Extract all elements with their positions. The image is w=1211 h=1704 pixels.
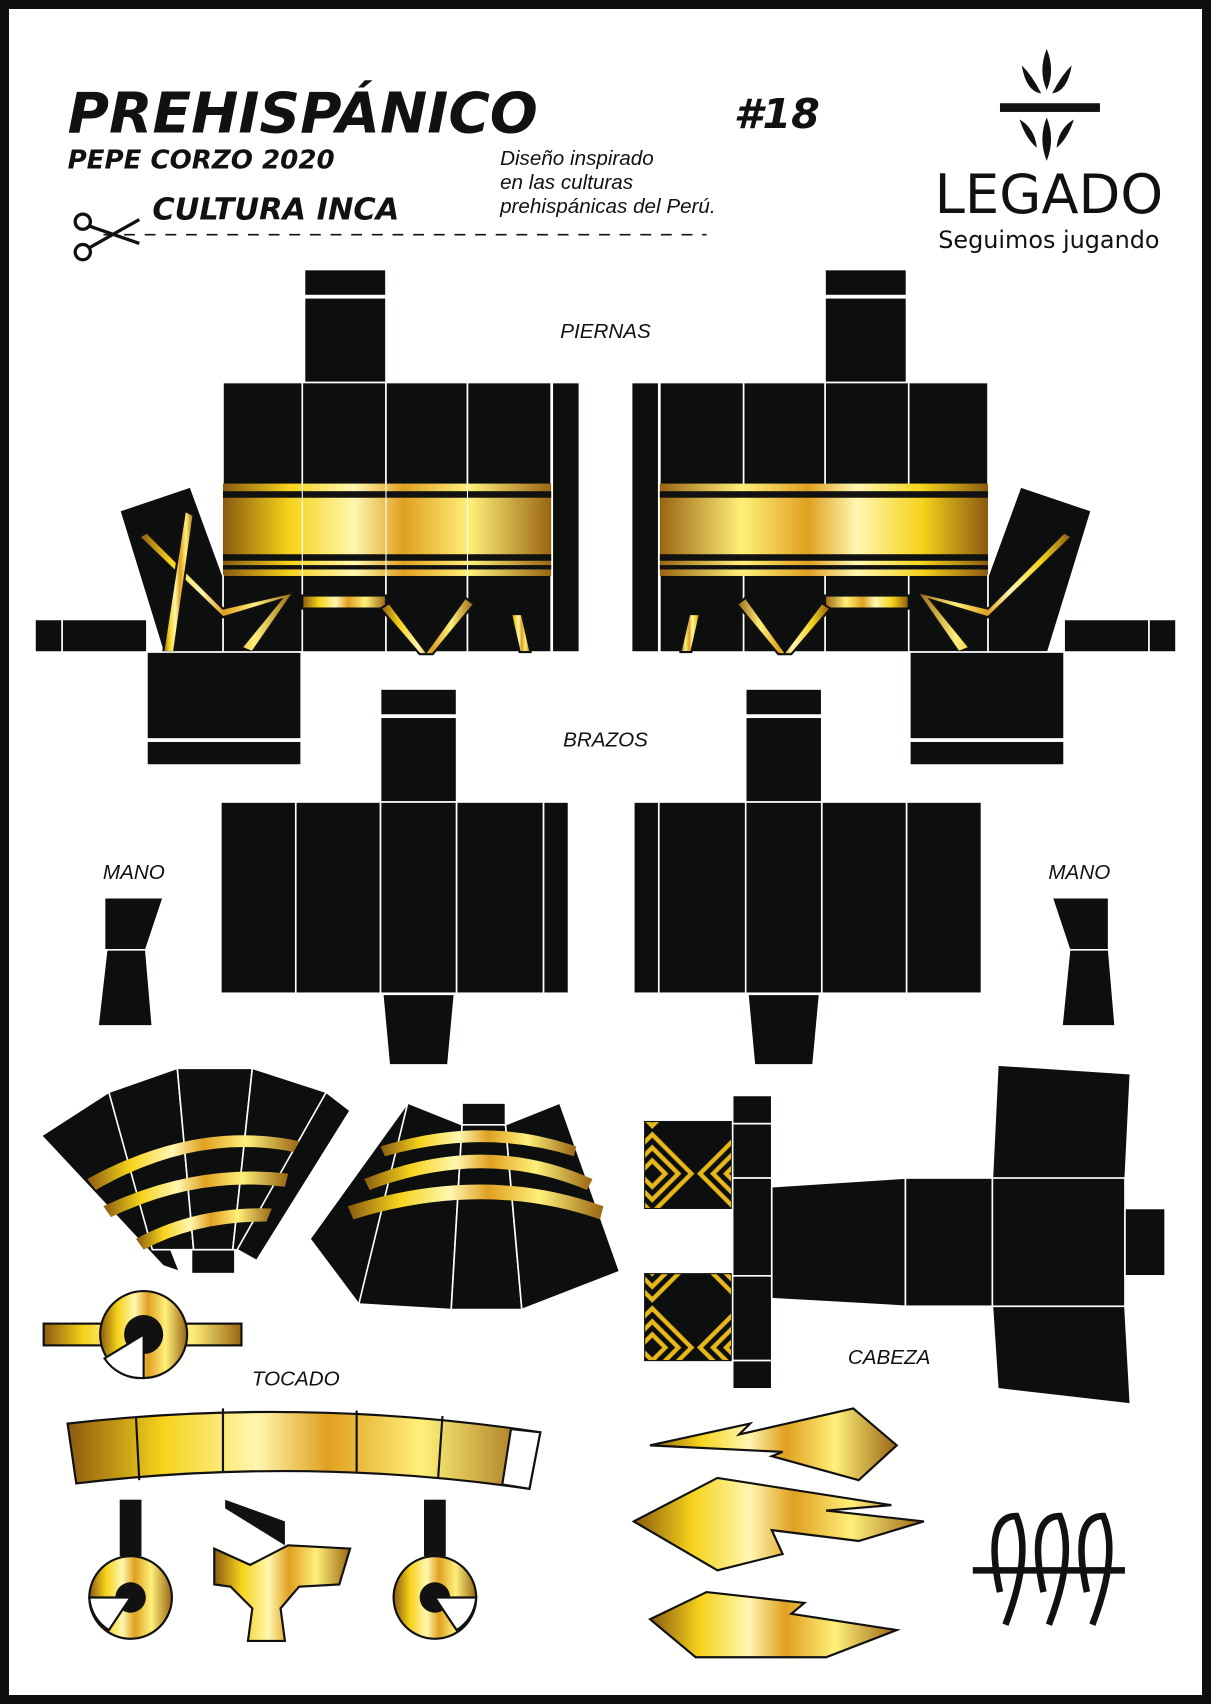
label-hand-left: MANO [103,861,165,884]
label-arms: BRAZOS [563,729,648,752]
description-line-3: prehispánicas del Perú. [499,195,716,218]
hand-left-template [97,896,165,1027]
headdress-fan-left [40,1067,352,1275]
head-template [644,1064,1166,1405]
culture-title: CULTURA INCA [152,193,399,228]
hand-right-template [1051,896,1117,1027]
logo-tagline: Seguimos jugando [938,226,1159,254]
arm-left-template [219,688,570,1066]
label-hand-right: MANO [1048,861,1110,884]
headdress-small-pieces [88,1499,478,1643]
label-headdress: TOCADO [252,1368,340,1391]
legado-logo-icon [999,48,1100,161]
headdress-ring [42,1289,243,1380]
label-legs: PIERNAS [560,320,651,343]
headdress-band [66,1408,542,1491]
sheet-number: #18 [734,90,820,138]
logo-name: LEGADO [935,163,1163,226]
leg-right-template [630,268,1177,766]
description-line-1: Diseño inspirado [500,147,654,170]
author: PEPE CORZO 2020 [68,145,335,175]
description-line-2: en las culturas [500,171,633,194]
signature-mark [972,1512,1125,1626]
headdress-fan-right [308,1101,621,1311]
feather-pieces [631,1407,925,1659]
leg-left-template [34,268,581,766]
arm-right-template [632,688,983,1066]
title: PREHISPÁNICO [68,79,538,147]
label-head: CABEZA [848,1346,931,1369]
scissors-icon [73,212,141,262]
